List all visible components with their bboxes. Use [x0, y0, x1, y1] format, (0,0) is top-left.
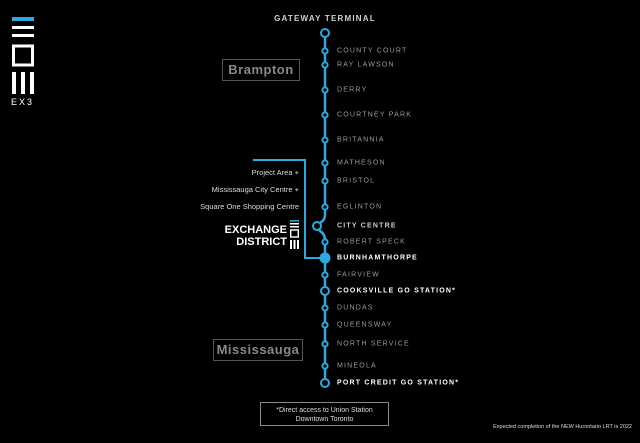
station-node-matheson: [321, 159, 329, 167]
station-label-britannia: BRITANNIA: [337, 136, 385, 144]
station-label-county-court: COUNTY COURT: [337, 47, 408, 55]
exchange-title-line2: DISTRICT: [236, 236, 287, 248]
station-node-derry: [321, 86, 329, 94]
station-node-fairview: [321, 271, 329, 279]
poi-project-area: Project Area +: [251, 168, 299, 177]
station-label-fairview: FAIRVIEW: [337, 271, 380, 279]
station-node-burnhamthorpe: [319, 252, 331, 264]
terminal-label: GATEWAY TERMINAL: [274, 14, 376, 23]
station-label-burnhamthorpe: BURNHAMTHORPE: [337, 254, 418, 262]
station-label-courtney-park: COURTNEY PARK: [337, 111, 413, 119]
station-node-dundas: [321, 304, 329, 312]
station-label-north-service: NORTH SERVICE: [337, 340, 410, 348]
poi-city-centre: Mississauga City Centre +: [211, 185, 299, 194]
city-mississauga: Mississauga: [213, 339, 303, 361]
station-node-eglinton: [321, 203, 329, 211]
station-node-mineola: [321, 362, 329, 370]
exchange-district-bracket: [253, 159, 325, 259]
exchange-title-line1: EXCHANGE: [224, 224, 287, 236]
station-label-ray-lawson: RAY LAWSON: [337, 61, 395, 69]
exchange-district-title: EXCHANGE DISTRICT: [225, 224, 287, 248]
station-node-queensway: [321, 321, 329, 329]
station-label-cooksville-go-station: COOKSVILLE GO STATION*: [337, 287, 457, 295]
station-label-eglinton: EGLINTON: [337, 203, 383, 211]
station-node-bristol: [321, 177, 329, 185]
station-node-gateway-terminal: [320, 28, 330, 38]
note-line2: Downtown Toronto: [295, 416, 354, 423]
station-node-port-credit-go-station: [320, 378, 330, 388]
station-node-cooksville-go-station: [320, 286, 330, 296]
station-label-city-centre: CITY CENTRE: [337, 222, 397, 230]
completion-footnote: Expected completion of the NEW Hurontari…: [493, 424, 632, 430]
station-label-mineola: MINEOLA: [337, 362, 377, 370]
station-node-ray-lawson: [321, 61, 329, 69]
station-node-britannia: [321, 136, 329, 144]
station-node-courtney-park: [321, 111, 329, 119]
station-label-derry: DERRY: [337, 86, 368, 94]
note-line1: *Direct access to Union Station: [276, 407, 373, 414]
station-label-dundas: DUNDAS: [337, 304, 374, 312]
station-node-city-centre: [312, 221, 322, 231]
exchange-district-icon: [290, 220, 300, 249]
station-node-north-service: [321, 340, 329, 348]
station-node-robert-speck: [321, 238, 329, 246]
city-brampton: Brampton: [222, 59, 300, 81]
station-label-robert-speck: ROBERT SPECK: [337, 238, 406, 246]
station-node-county-court: [321, 47, 329, 55]
logo-text: EX3: [11, 97, 35, 107]
station-label-matheson: MATHESON: [337, 159, 386, 167]
station-label-queensway: QUEENSWAY: [337, 321, 393, 329]
poi-square-one: Square One Shopping Centre: [200, 202, 299, 211]
union-station-note: *Direct access to Union Station Downtown…: [260, 402, 389, 426]
ex3-logo-icon: [12, 17, 34, 94]
station-label-port-credit-go-station: PORT CREDIT GO STATION*: [337, 379, 460, 387]
station-label-bristol: BRISTOL: [337, 177, 376, 185]
